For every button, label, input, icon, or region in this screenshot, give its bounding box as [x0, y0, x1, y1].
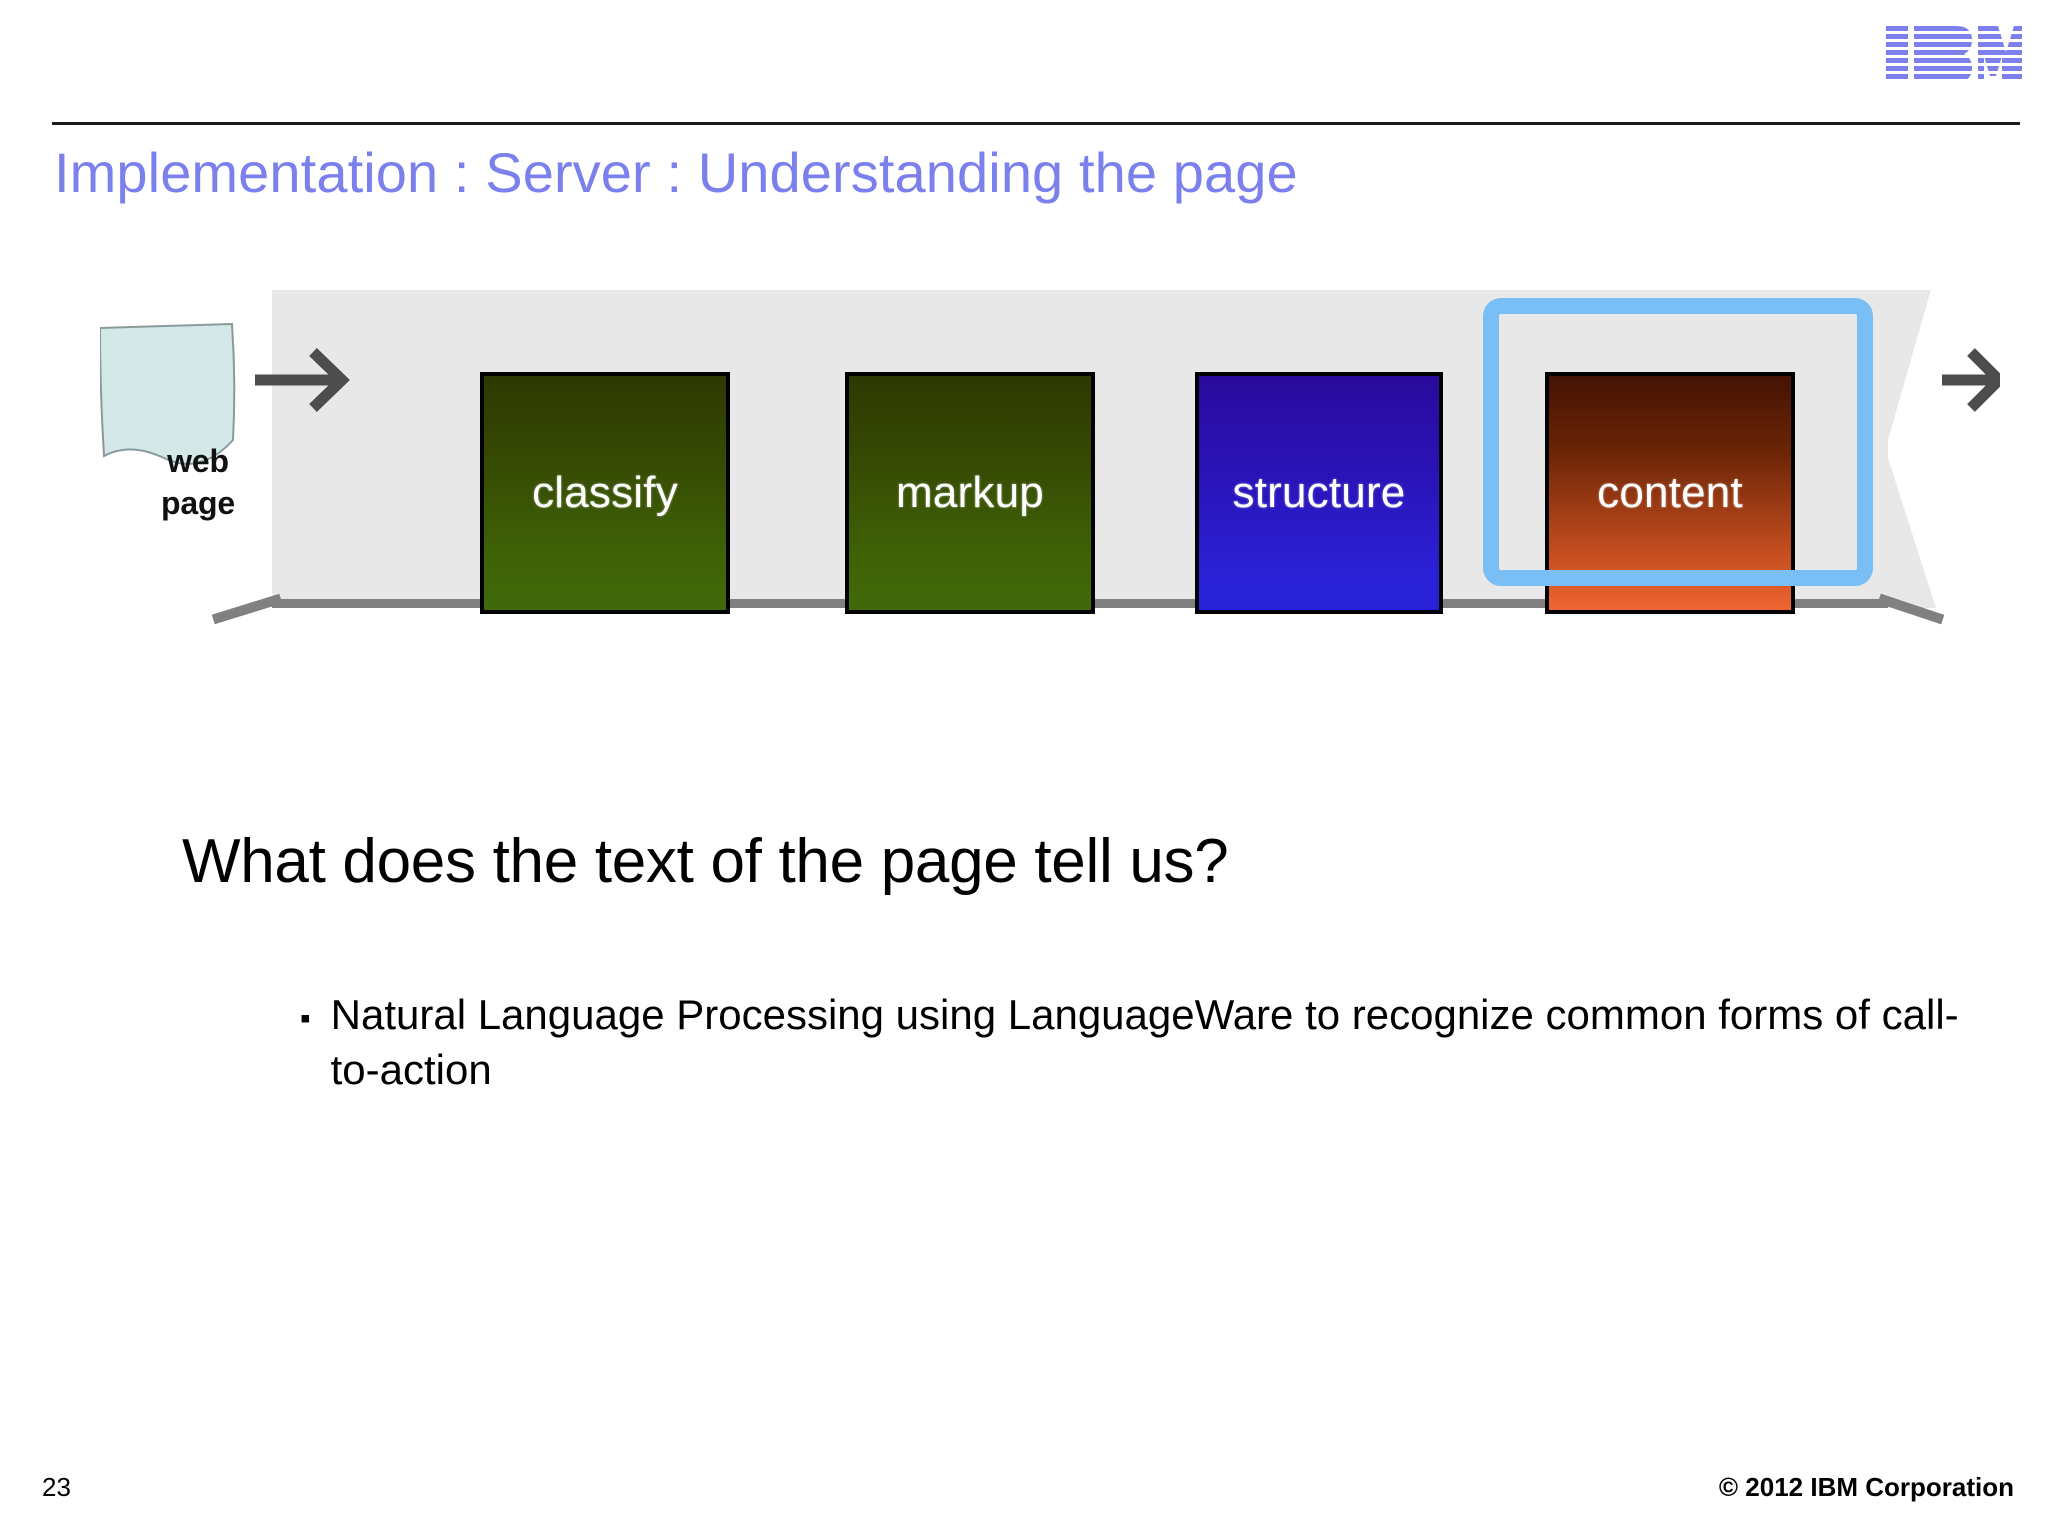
- stage-markup[interactable]: markup: [845, 372, 1095, 614]
- bullet-marker-icon: ▪: [300, 1002, 311, 1035]
- stage-markup-label: markup: [896, 468, 1044, 517]
- stage-classify[interactable]: classify: [480, 372, 730, 614]
- header-divider: [52, 122, 2020, 125]
- lead-question: What does the text of the page tell us?: [182, 827, 1229, 896]
- copyright-notice: © 2012 IBM Corporation: [1718, 1472, 2014, 1502]
- stage-content-label: content: [1597, 468, 1743, 517]
- stage-classify-label: classify: [532, 468, 678, 517]
- page-title: Implementation : Server : Understanding …: [54, 141, 1298, 204]
- stage-content[interactable]: content: [1545, 372, 1795, 614]
- input-arrow: [255, 348, 350, 412]
- web-page-shape: [100, 322, 236, 465]
- ibm-logo: [1886, 26, 2022, 82]
- stage-structure[interactable]: structure: [1195, 372, 1443, 614]
- bullet-text: Natural Language Processing using Langua…: [330, 991, 1959, 1093]
- output-arrow: [1942, 348, 2000, 412]
- stage-structure-label: structure: [1232, 468, 1406, 517]
- page-number: 23: [42, 1472, 71, 1502]
- web-page-label: web page: [128, 440, 268, 524]
- web-page-label-line2: page: [161, 485, 235, 522]
- bullet-list-item: ▪ Natural Language Processing using Lang…: [300, 988, 2000, 1097]
- web-page-label-line1: web: [167, 443, 229, 479]
